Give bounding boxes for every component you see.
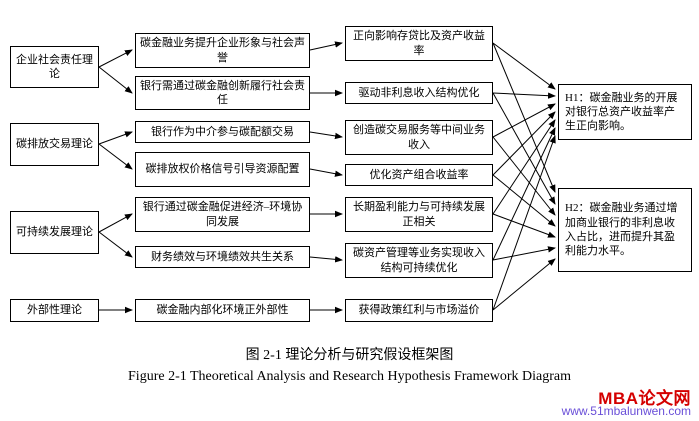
- hypothesis-box-h2: H2：碳金融业务通过增加商业银行的非利息收入占比，进而提升其盈利能力水平。: [558, 188, 692, 272]
- mechanism-box-2: 银行需通过碳金融创新履行社会责任: [135, 76, 310, 110]
- theory-box-carbon-trading: 碳排放交易理论: [10, 123, 99, 166]
- figure-caption-en: Figure 2-1 Theoretical Analysis and Rese…: [128, 369, 571, 384]
- mechanism-box-6: 财务绩效与环境绩效共生关系: [135, 246, 310, 268]
- watermark-brand: MBA论文网: [598, 389, 691, 408]
- arrow-out6-h1: [492, 127, 556, 261]
- arrow-out2-h1: [492, 92, 556, 99]
- arrow-theory2-mech4: [98, 143, 133, 170]
- watermark-url-link[interactable]: www.51mbalunwen.com: [561, 404, 691, 418]
- outcome-box-7: 获得政策红利与市场溢价: [345, 299, 493, 322]
- arrow-mech1-out1: [309, 41, 343, 51]
- arrow-theory1-mech1: [98, 49, 133, 68]
- arrow-out3-h1: [492, 103, 556, 138]
- arrow-out7-h1: [492, 135, 556, 311]
- arrow-theory2-mech3: [98, 131, 133, 145]
- arrow-mech4-out4: [309, 168, 343, 177]
- outcome-box-1: 正向影响存贷比及资产收益率: [345, 26, 493, 61]
- arrow-mech6-out6: [309, 256, 343, 263]
- theory-box-sustainable-dev: 可持续发展理论: [10, 211, 99, 254]
- arrow-mech3-out3: [309, 131, 343, 140]
- arrow-out5-h2: [492, 213, 556, 238]
- theory-box-externality: 外部性理论: [10, 299, 99, 322]
- arrow-out3-h2: [492, 136, 556, 216]
- arrow-out7-h2: [492, 258, 556, 311]
- theory-box-csr: 企业社会责任理论: [10, 46, 99, 88]
- hypothesis-box-h1: H1：碳金融业务的开展对银行总资产收益率产生正向影响。: [558, 84, 692, 140]
- arrow-theory3-mech6: [98, 231, 133, 258]
- arrow-out6-h2: [492, 246, 556, 261]
- outcome-box-3: 创造碳交易服务等中间业务收入: [345, 120, 493, 155]
- arrow-out5-h1: [492, 119, 556, 215]
- mechanism-box-1: 碳金融业务提升企业形象与社会声誉: [135, 33, 310, 68]
- arrow-out1-h2: [492, 42, 556, 193]
- outcome-box-5: 长期盈利能力与可持续发展正相关: [345, 197, 493, 232]
- arrow-out1-h1: [492, 42, 556, 90]
- outcome-box-2: 驱动非利息收入结构优化: [345, 82, 493, 104]
- outcome-box-6: 碳资产管理等业务实现收入结构可持续优化: [345, 243, 493, 278]
- arrow-theory1-mech2: [98, 66, 133, 94]
- arrow-out4-h1: [492, 111, 556, 176]
- mechanism-box-4: 碳排放权价格信号引导资源配置: [135, 152, 310, 187]
- arrow-out2-h2: [492, 92, 556, 205]
- outcome-box-4: 优化资产组合收益率: [345, 164, 493, 186]
- arrow-out4-h2: [492, 174, 556, 227]
- mechanism-box-5: 银行通过碳金融促进经济–环境协同发展: [135, 197, 310, 232]
- arrow-theory3-mech5: [98, 213, 133, 233]
- mechanism-box-3: 银行作为中介参与碳配额交易: [135, 121, 310, 143]
- figure-caption-zh: 图 2-1 理论分析与研究假设框架图: [245, 348, 454, 363]
- mechanism-box-7: 碳金融内部化环境正外部性: [135, 299, 310, 322]
